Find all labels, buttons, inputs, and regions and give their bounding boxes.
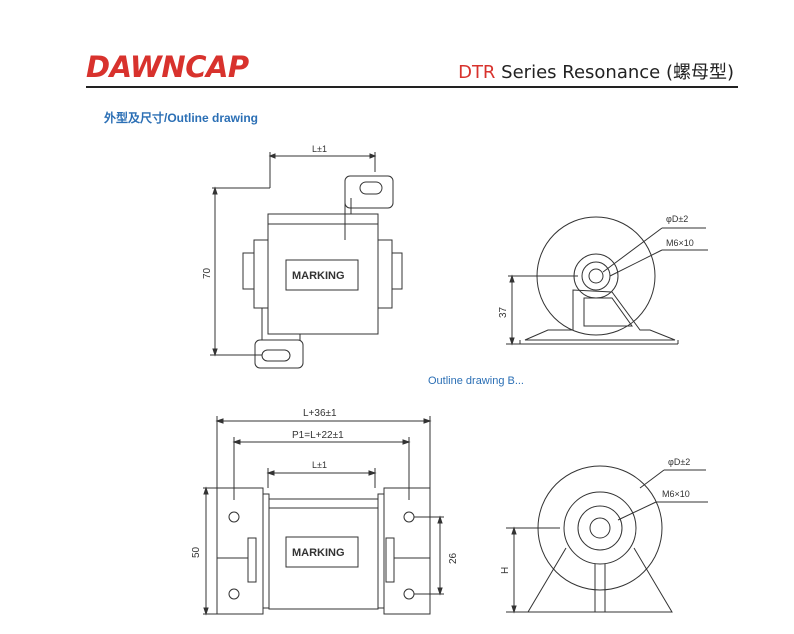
drawing-b-marking: MARKING bbox=[292, 547, 345, 559]
dim-b-26: 26 bbox=[448, 552, 459, 564]
drawing-b-side: H φD±2 M6×10 bbox=[500, 457, 708, 614]
dim-b-pitch: P1=L+22±1 bbox=[292, 430, 344, 441]
drawing-a-side: 37 φD±2 M6×10 bbox=[498, 214, 708, 346]
dim-a-thread: M6×10 bbox=[666, 238, 694, 248]
dim-b-length: L±1 bbox=[312, 460, 327, 470]
dim-b-thread: M6×10 bbox=[662, 489, 690, 499]
dim-b-diameter: φD±2 bbox=[668, 457, 690, 467]
drawing-b-front: L+36±1 P1=L+22±1 L±1 MARKING bbox=[191, 408, 459, 616]
dim-a-37: 37 bbox=[498, 306, 509, 318]
brand-logo: DAWNCAP bbox=[86, 50, 249, 84]
section-heading: 外型及尺寸/Outline drawing bbox=[104, 111, 259, 125]
dim-a-length: L±1 bbox=[312, 144, 327, 154]
dim-a-height: 70 bbox=[202, 267, 213, 279]
series-title: Series Resonance (螺母型) bbox=[495, 62, 734, 83]
dim-b-50: 50 bbox=[191, 546, 202, 558]
dim-b-H: H bbox=[500, 567, 511, 574]
series-code: DTR bbox=[458, 62, 496, 83]
dim-b-total: L+36±1 bbox=[303, 408, 337, 419]
section-heading-b: Outline drawing B... bbox=[428, 375, 524, 387]
drawing-a-marking: MARKING bbox=[292, 270, 345, 282]
page-title: DTR Series Resonance (螺母型) bbox=[458, 58, 734, 84]
dim-a-diameter: φD±2 bbox=[666, 214, 688, 224]
header-rule bbox=[86, 86, 738, 88]
drawing-a-front: L±1 70 MARKING bbox=[202, 144, 403, 369]
